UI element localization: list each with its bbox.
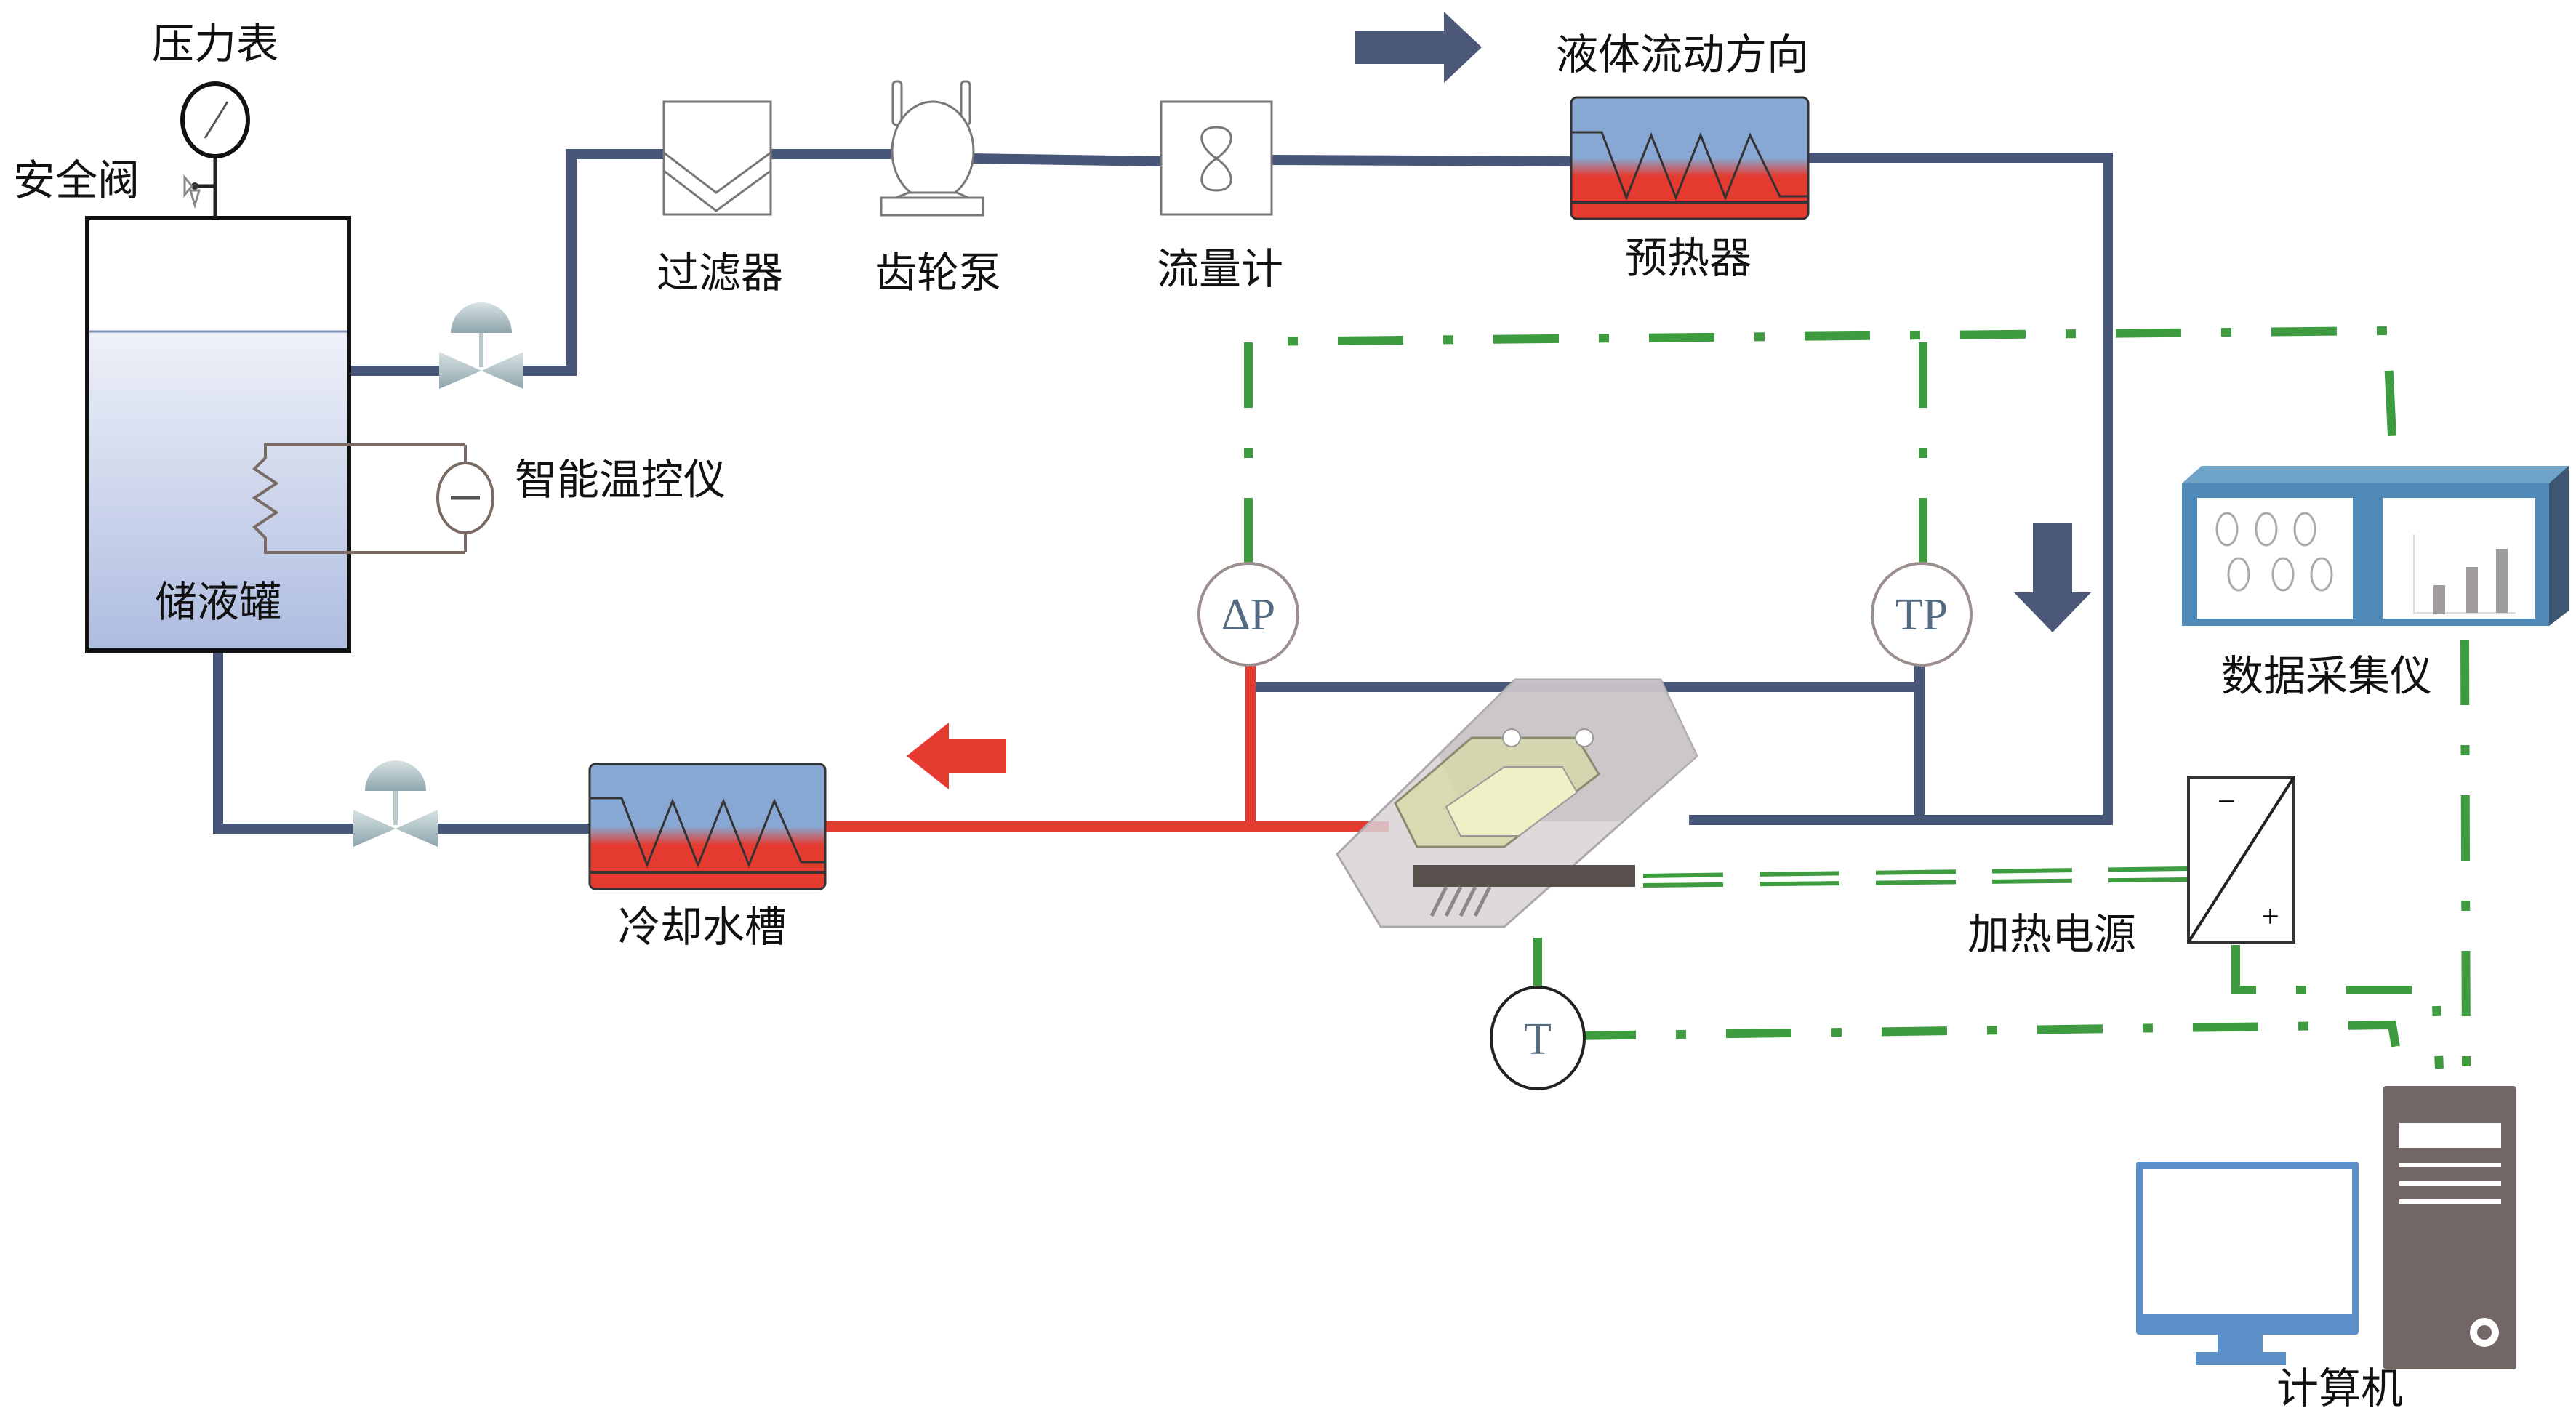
tank-label: 储液罐 — [155, 577, 281, 627]
tower-icon — [2383, 1086, 2516, 1369]
hot-outlet-pipe — [825, 665, 1389, 832]
signal-lines — [1244, 326, 2471, 1069]
filter: 过滤器 — [657, 100, 783, 297]
liquid-tank: 储液罐 — [85, 216, 351, 653]
flow-direction-label: 液体流动方向 — [1556, 30, 1809, 79]
cooling-tank: 冷却水槽 — [588, 763, 827, 952]
supply-pipe — [344, 149, 2113, 825]
flowmeter: 流量计 — [1157, 100, 1283, 294]
differential-pressure-sensor: ΔP — [1197, 562, 1299, 667]
t-label: T — [1524, 1015, 1552, 1064]
heating-power-supply: − + 加热电源 — [1967, 776, 2295, 959]
control-valve-supply — [439, 302, 523, 389]
safety-valve: 安全阀 — [13, 156, 215, 209]
data-acquisition-unit: 数据采集仪 — [2182, 466, 2569, 701]
plus-sign: + — [2261, 898, 2279, 934]
flowmeter-label: 流量计 — [1157, 244, 1283, 294]
cooling-tank-label: 冷却水槽 — [618, 902, 787, 952]
computer: 计算机 — [2136, 1086, 2516, 1413]
filter-label: 过滤器 — [657, 248, 783, 297]
safety-valve-label: 安全阀 — [13, 156, 140, 205]
gear-pump-label: 齿轮泵 — [875, 248, 1001, 297]
arrow-down-icon — [2014, 523, 2091, 632]
pressure-temperature-sensor: TP — [1871, 562, 1973, 667]
preheater-label: 预热器 — [1625, 233, 1752, 283]
control-valve-return — [353, 760, 438, 847]
daq-label: 数据采集仪 — [2221, 651, 2432, 701]
valve-icon — [183, 174, 193, 198]
bar-chart-icon — [2413, 534, 2516, 614]
preheater: 预热器 — [1570, 96, 1810, 283]
arrow-left-icon — [907, 723, 1006, 789]
digit-display-icon — [2215, 512, 2333, 592]
temp-controller-label: 智能温控仪 — [515, 455, 726, 504]
temperature-sensor: T — [1490, 986, 1586, 1090]
pressure-gauge: 压力表 — [152, 19, 278, 218]
dp-label: ΔP — [1221, 590, 1275, 640]
computer-label: 计算机 — [2276, 1364, 2403, 1413]
temperature-controller: 智能温控仪 — [252, 443, 726, 554]
minus-sign: − — [2218, 784, 2236, 819]
return-pipe — [213, 645, 595, 834]
arrow-right-icon — [1355, 12, 1482, 83]
pressure-gauge-label: 压力表 — [152, 19, 278, 68]
gear-pump: 齿轮泵 — [875, 80, 1001, 297]
flow-direction-indicator: 液体流动方向 — [1355, 12, 1809, 83]
heating-power-label: 加热电源 — [1967, 909, 2136, 959]
tp-label: TP — [1895, 590, 1948, 640]
test-section — [1336, 678, 1698, 928]
